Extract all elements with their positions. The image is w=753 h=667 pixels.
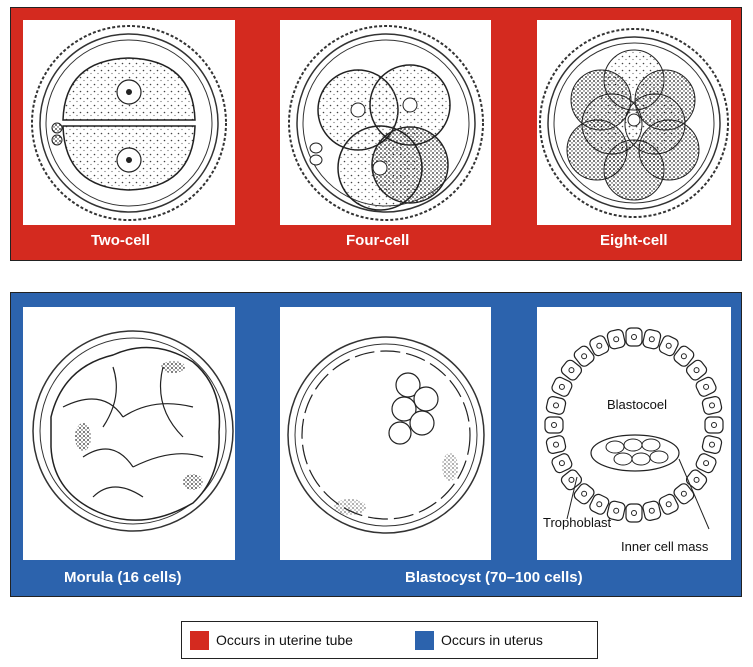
trophoblast-nucleus	[712, 423, 717, 428]
eight-cell-illustration	[537, 20, 731, 225]
trophoblast-nucleus	[582, 491, 587, 496]
blastocyst-label: Blastocyst (70–100 cells)	[405, 569, 583, 586]
trophoblast-nucleus	[597, 343, 602, 348]
trophoblast-nucleus	[559, 384, 564, 389]
morula-illustration	[23, 307, 235, 560]
two-cell-illustration	[23, 20, 235, 225]
two-cell-panel	[23, 20, 235, 225]
trophoblast-cells	[545, 328, 723, 522]
four-cell-illustration	[280, 20, 491, 225]
trophoblast-nucleus	[649, 508, 654, 513]
trophoblast-nucleus	[649, 337, 654, 342]
trophoblast-nucleus	[666, 502, 671, 507]
trophoblast-label: Trophoblast	[543, 515, 612, 530]
trophoblast-nucleus	[709, 442, 714, 447]
trophoblast-nucleus	[559, 461, 564, 466]
blastocyst-section-panel: Blastocoel Trophoblast Inner cell mass	[537, 307, 731, 560]
trophoblast-nucleus	[552, 423, 557, 428]
trophoblast-nucleus	[614, 337, 619, 342]
trophoblast-nucleus	[681, 354, 686, 359]
uterine-tube-legend-label: Occurs in uterine tube	[216, 632, 353, 648]
two-cell-label: Two-cell	[91, 232, 150, 249]
blastocyst-early-panel	[280, 307, 491, 560]
trophoblast-nucleus	[709, 403, 714, 408]
trophoblast-nucleus	[569, 368, 574, 373]
trophoblast-nucleus	[597, 502, 602, 507]
trophoblast-nucleus	[681, 491, 686, 496]
four-cell-panel	[280, 20, 491, 225]
inner-cell-mass-label: Inner cell mass	[621, 539, 709, 554]
trophoblast-nucleus	[666, 343, 671, 348]
morula-label: Morula (16 cells)	[64, 569, 182, 586]
blastocyst-early-illustration	[280, 307, 491, 560]
trophoblast-nucleus	[694, 368, 699, 373]
uterine-tube-swatch	[190, 631, 209, 650]
uterus-swatch	[415, 631, 434, 650]
eight-cell-label: Eight-cell	[600, 232, 668, 249]
trophoblast-nucleus	[632, 335, 637, 340]
trophoblast-nucleus	[632, 511, 637, 516]
inner-cell-mass-cluster	[591, 435, 679, 471]
four-cell-label: Four-cell	[346, 232, 409, 249]
blastocoel-label: Blastocoel	[607, 397, 667, 412]
trophoblast-nucleus	[569, 477, 574, 482]
eight-cell-panel	[537, 20, 731, 225]
trophoblast-nucleus	[582, 354, 587, 359]
trophoblast-nucleus	[554, 403, 559, 408]
trophoblast-nucleus	[704, 461, 709, 466]
uterus-legend-label: Occurs in uterus	[441, 632, 543, 648]
trophoblast-nucleus	[614, 508, 619, 513]
legend: Occurs in uterine tube Occurs in uterus	[181, 621, 598, 659]
morula-panel	[23, 307, 235, 560]
trophoblast-nucleus	[554, 442, 559, 447]
trophoblast-nucleus	[704, 384, 709, 389]
trophoblast-nucleus	[694, 477, 699, 482]
blastocyst-section-illustration: Blastocoel Trophoblast Inner cell mass	[537, 307, 731, 560]
